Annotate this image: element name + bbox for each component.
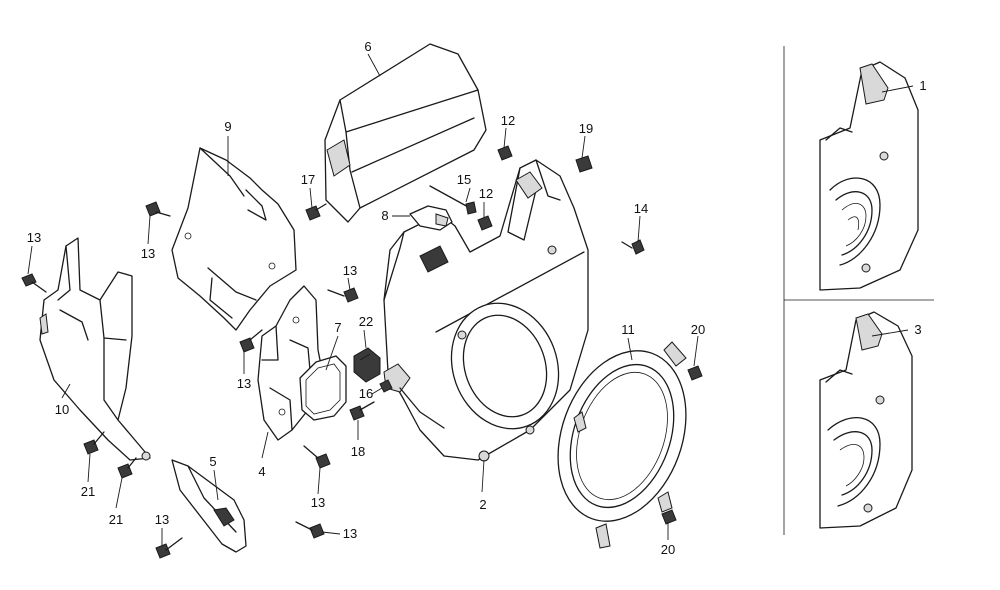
leader-lines bbox=[27, 53, 914, 546]
shroud-variant-1-drawing bbox=[819, 61, 919, 291]
part-6-top-cover bbox=[324, 43, 487, 223]
callout-labels: 1 2 3 4 5 6 7 8 9 10 11 12 12 13 13 13 1… bbox=[27, 39, 927, 557]
callout-13-e: 13 bbox=[311, 495, 325, 510]
part-22-grommet bbox=[353, 347, 381, 383]
callout-12-b: 12 bbox=[479, 186, 493, 201]
callout-12-a: 12 bbox=[501, 113, 515, 128]
callout-8: 8 bbox=[381, 208, 388, 223]
part-10-side-baffle bbox=[39, 237, 151, 461]
callout-20-b: 20 bbox=[661, 542, 675, 557]
callout-2: 2 bbox=[479, 497, 486, 512]
callout-14: 14 bbox=[634, 201, 648, 216]
callout-18: 18 bbox=[351, 444, 365, 459]
callout-13-c: 13 bbox=[343, 263, 357, 278]
part-5-lower-guard bbox=[171, 459, 247, 553]
callout-19: 19 bbox=[579, 121, 593, 136]
callout-9: 9 bbox=[224, 119, 231, 134]
callout-10: 10 bbox=[55, 402, 69, 417]
callout-13-f: 13 bbox=[155, 512, 169, 527]
part-8-small-bracket bbox=[409, 205, 453, 231]
part-11-fan-ring bbox=[557, 341, 687, 549]
callout-1: 1 bbox=[919, 78, 926, 93]
inset-panel-frame bbox=[783, 46, 934, 535]
callout-4: 4 bbox=[258, 464, 265, 479]
callout-15: 15 bbox=[457, 172, 471, 187]
part-9-upper-baffle bbox=[171, 147, 297, 331]
callout-13-b: 13 bbox=[141, 246, 155, 261]
callout-5: 5 bbox=[209, 454, 216, 469]
callout-20-a: 20 bbox=[691, 322, 705, 337]
callout-7: 7 bbox=[334, 320, 341, 335]
callout-6: 6 bbox=[364, 39, 371, 54]
part-7-cover-plate bbox=[299, 355, 347, 421]
callout-21-b: 21 bbox=[109, 512, 123, 527]
callout-16: 16 bbox=[359, 386, 373, 401]
callout-11: 11 bbox=[621, 322, 635, 337]
callout-17: 17 bbox=[301, 172, 315, 187]
callout-22: 22 bbox=[359, 314, 373, 329]
callout-21-a: 21 bbox=[81, 484, 95, 499]
shroud-variant-3-drawing bbox=[819, 311, 913, 529]
callout-13-g: 13 bbox=[343, 526, 357, 541]
callout-13-a: 13 bbox=[27, 230, 41, 245]
callout-13-d: 13 bbox=[237, 376, 251, 391]
fastener-bolts bbox=[21, 145, 703, 559]
part-2-fan-shroud bbox=[383, 159, 589, 462]
callout-3: 3 bbox=[914, 322, 921, 337]
